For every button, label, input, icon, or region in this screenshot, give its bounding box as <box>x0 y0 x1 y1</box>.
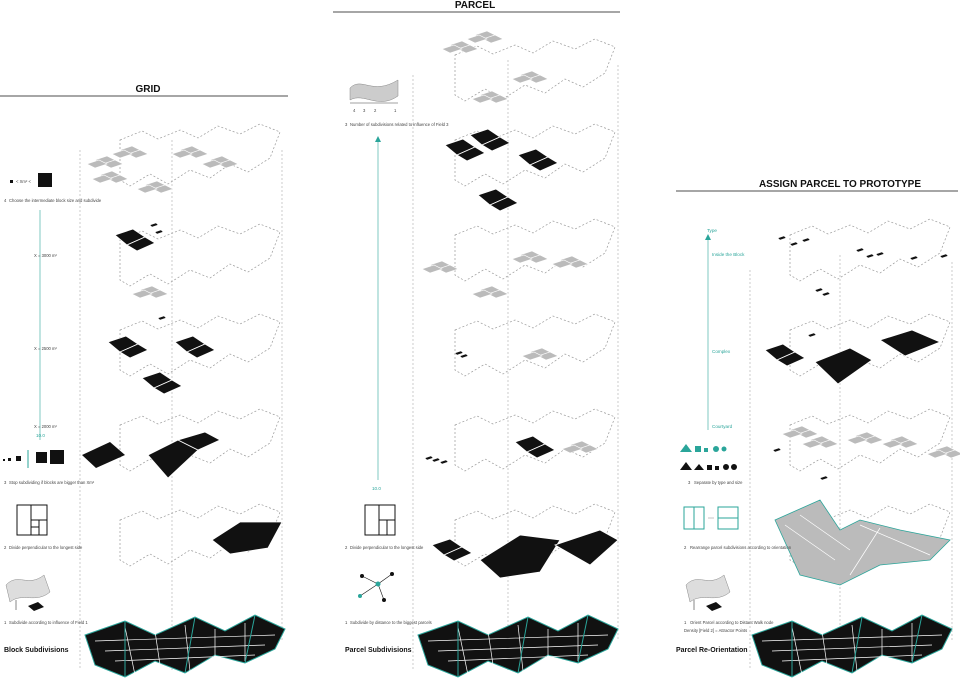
assign-layer-outline <box>790 219 950 281</box>
grid-annotations: < Xm² < 4 Choose the intermediate block … <box>3 173 102 625</box>
parcel-step-3-num: 3 <box>345 122 348 127</box>
assign-layer-1-blocks <box>773 426 960 480</box>
grid-block <box>82 442 125 468</box>
grid-caption: Block Subdivisions <box>4 647 69 654</box>
grid-step-2-text: Divide perpendicular to the longest side <box>9 545 83 550</box>
gradient-tick: 4 <box>353 108 356 113</box>
grid-panel: GRID <box>0 84 288 677</box>
parcel-layer-5-blocks <box>442 31 548 103</box>
parcel-annotations: 4 3 2 1 3 Number of subdivisions related… <box>345 80 449 625</box>
grid-step-3-text: Stop subdividing if blocks are bigger th… <box>9 480 95 485</box>
grid-layer-1-blocks <box>82 432 220 478</box>
grid-layer-4-blocks <box>87 146 238 193</box>
parcel-layer-outline <box>455 219 615 281</box>
parcel-step-1-num: 1 <box>345 620 348 625</box>
distance-network-icon <box>358 572 394 602</box>
assign-step-2-num: 2 <box>684 545 687 550</box>
type-label-inside: Inside the Block <box>712 252 745 257</box>
big-square-icon <box>38 173 52 187</box>
parcel-panel: PARCEL <box>333 0 620 677</box>
type-label-complex: Complex <box>712 349 731 354</box>
assign-step-1-text: Orient Parcel according to Distant Walk … <box>690 620 774 625</box>
grid-layer-outline <box>120 224 280 286</box>
assign-layer-2-blocks <box>765 330 940 384</box>
field-surface-icon <box>686 575 730 611</box>
grid-range-label: < Xm² < <box>16 179 31 184</box>
grid-base-mesh <box>85 615 285 677</box>
assign-density-note: Density [Field 2] = Attractor Points <box>684 628 747 633</box>
small-square-icon <box>10 180 13 183</box>
gradient-tick: 2 <box>374 108 377 113</box>
assign-base-mesh <box>752 615 952 677</box>
parcel-arrow-value: 10.0 <box>372 486 381 491</box>
assign-caption: Parcel Re-Orientation <box>676 647 748 654</box>
assign-annotations: Type Inside the Block Complex Courtyard … <box>680 228 792 633</box>
grid-step-4-num: 4 <box>4 198 7 203</box>
assign-panel: ASSIGN PARCEL TO PROTOTYPE <box>676 179 960 677</box>
grid-layer-0-blocks <box>212 522 282 554</box>
subdivision-square-icon <box>365 505 395 535</box>
type-label-courtyard: Courtyard <box>712 424 733 429</box>
parcel-layer-3-blocks <box>422 251 588 298</box>
field-surface-icon <box>6 575 50 611</box>
grid-step-1-num: 1 <box>4 620 7 625</box>
assign-step-3-num: 3 <box>688 480 691 485</box>
parcel-step-2-text: Divide perpendicular to the longest side <box>350 545 424 550</box>
assign-layer-0-blocks <box>775 500 950 585</box>
size-icon <box>3 459 5 461</box>
grid-size-note-2: X = 2500 m² <box>34 346 58 351</box>
field-gradient-icon <box>350 80 398 103</box>
parcel-layer-1-blocks <box>425 436 598 464</box>
grid-step-2-num: 2 <box>4 545 7 550</box>
parcel-layer-outline <box>455 39 615 101</box>
subdivision-square-icon <box>17 505 47 535</box>
parcel-step-3-text: Number of subdivisions related to influe… <box>350 122 449 127</box>
parcel-caption: Parcel Subdivisions <box>345 647 412 654</box>
parcel-layer-0-blocks <box>432 530 618 578</box>
parcel-step-1-text: Subdivide by distance to the biggest par… <box>350 620 432 625</box>
parcel-base-mesh <box>418 615 618 677</box>
assign-title: ASSIGN PARCEL TO PROTOTYPE <box>759 179 921 190</box>
parcel-title: PARCEL <box>455 0 495 11</box>
parcel-step-2-num: 2 <box>345 545 348 550</box>
gradient-tick: 3 <box>363 108 366 113</box>
parcel-layer-4-blocks <box>445 129 558 211</box>
gradient-tick: 1 <box>394 108 397 113</box>
assign-step-2-text: Rearrange parcel subdivisions according … <box>690 545 792 550</box>
orientation-icon <box>684 507 738 529</box>
type-label-type: Type <box>707 228 717 233</box>
grid-size-note-3: X = 2000 m² <box>34 424 58 429</box>
type-shape-legend <box>680 444 737 470</box>
grid-step-1-text: Subdivide according to influence of Fiel… <box>9 620 88 625</box>
grid-title: GRID <box>136 84 161 95</box>
grid-arrow-value: 10.0 <box>36 433 45 438</box>
parcel-layer-outline <box>455 314 615 376</box>
grid-size-note-1: X = 3000 m² <box>34 253 58 258</box>
assign-step-3-text: Separate by type and size <box>694 480 743 485</box>
parcel-layer-2-blocks <box>455 348 558 360</box>
grid-step-4-text: Choose the intermediate block size and s… <box>9 198 102 203</box>
grid-layer-3-blocks <box>115 223 168 298</box>
grid-step-3-num: 3 <box>4 480 7 485</box>
assign-step-1-num: 1 <box>684 620 687 625</box>
